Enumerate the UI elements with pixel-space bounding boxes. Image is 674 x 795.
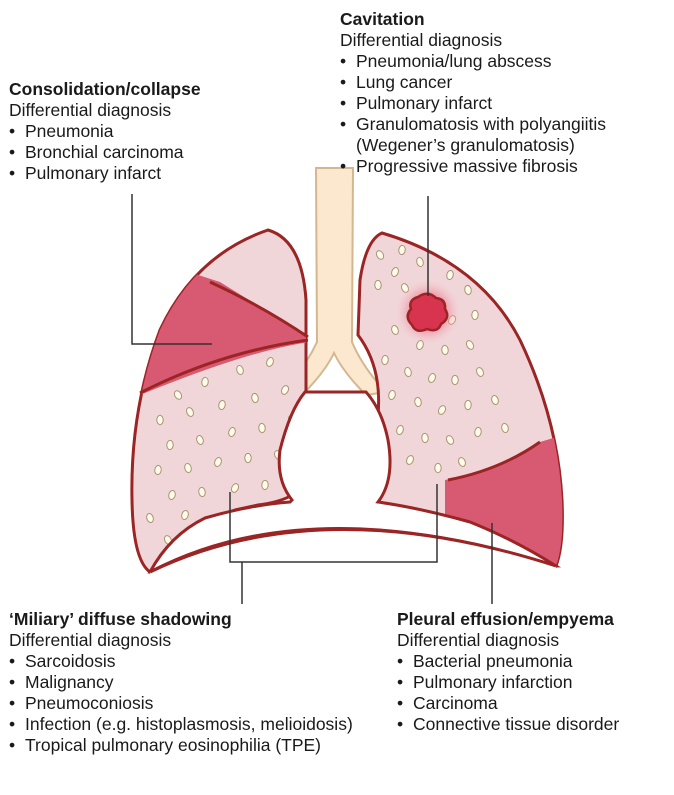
- pleural-list: Bacterial pneumonia Pulmonary infarction…: [397, 651, 674, 735]
- list-item: Malignancy: [9, 672, 394, 693]
- nodule: [472, 310, 479, 320]
- list-item: Pulmonary infarction: [397, 672, 674, 693]
- list-item: Pneumonia/lung abscess: [340, 51, 670, 72]
- cavitation-title: Cavitation: [340, 9, 670, 30]
- miliary-subtitle: Differential diagnosis: [9, 630, 394, 651]
- list-item: Sarcoidosis: [9, 651, 394, 672]
- consolidation-list: Pneumonia Bronchial carcinoma Pulmonary …: [9, 121, 309, 184]
- cavity-lesion: [408, 294, 448, 331]
- nodule: [441, 345, 448, 355]
- nodule: [421, 433, 428, 443]
- nodule: [464, 400, 471, 410]
- nodule: [245, 453, 252, 462]
- miliary-list: Sarcoidosis Malignancy Pneumoconiosis In…: [9, 651, 394, 756]
- pleural-block: Pleural effusion/empyema Differential di…: [397, 609, 674, 735]
- list-item: Pulmonary infarct: [340, 93, 670, 114]
- list-item: Granulomatosis with polyangiitis (Wegene…: [340, 114, 670, 156]
- list-item: Progressive massive fibrosis: [340, 156, 670, 177]
- nodule: [452, 375, 459, 384]
- cavitation-subtitle: Differential diagnosis: [340, 30, 670, 51]
- list-item: Carcinoma: [397, 693, 674, 714]
- nodule: [157, 415, 164, 424]
- consolidation-subtitle: Differential diagnosis: [9, 100, 309, 121]
- nodule: [167, 440, 174, 450]
- miliary-title: ‘Miliary’ diffuse shadowing: [9, 609, 394, 630]
- nodule: [435, 463, 441, 472]
- pleural-title: Pleural effusion/empyema: [397, 609, 674, 630]
- nodule: [261, 480, 268, 490]
- consolidation-block: Consolidation/collapse Differential diag…: [9, 79, 309, 184]
- list-item: Infection (e.g. histoplasmosis, melioido…: [9, 714, 394, 735]
- list-item: Tropical pulmonary eosinophilia (TPE): [9, 735, 394, 756]
- list-item: Pneumoconiosis: [9, 693, 394, 714]
- list-item: Connective tissue disorder: [397, 714, 674, 735]
- list-item: Pulmonary infarct: [9, 163, 309, 184]
- nodule: [375, 280, 382, 289]
- consolidation-title: Consolidation/collapse: [9, 79, 309, 100]
- cavitation-block: Cavitation Differential diagnosis Pneumo…: [340, 9, 670, 177]
- nodule: [258, 423, 265, 433]
- miliary-block: ‘Miliary’ diffuse shadowing Differential…: [9, 609, 394, 756]
- pleural-subtitle: Differential diagnosis: [397, 630, 674, 651]
- cavitation-list: Pneumonia/lung abscess Lung cancer Pulmo…: [340, 51, 670, 177]
- list-item: Lung cancer: [340, 72, 670, 93]
- list-item: Bronchial carcinoma: [9, 142, 309, 163]
- list-item: Bacterial pneumonia: [397, 651, 674, 672]
- list-item: Pneumonia: [9, 121, 309, 142]
